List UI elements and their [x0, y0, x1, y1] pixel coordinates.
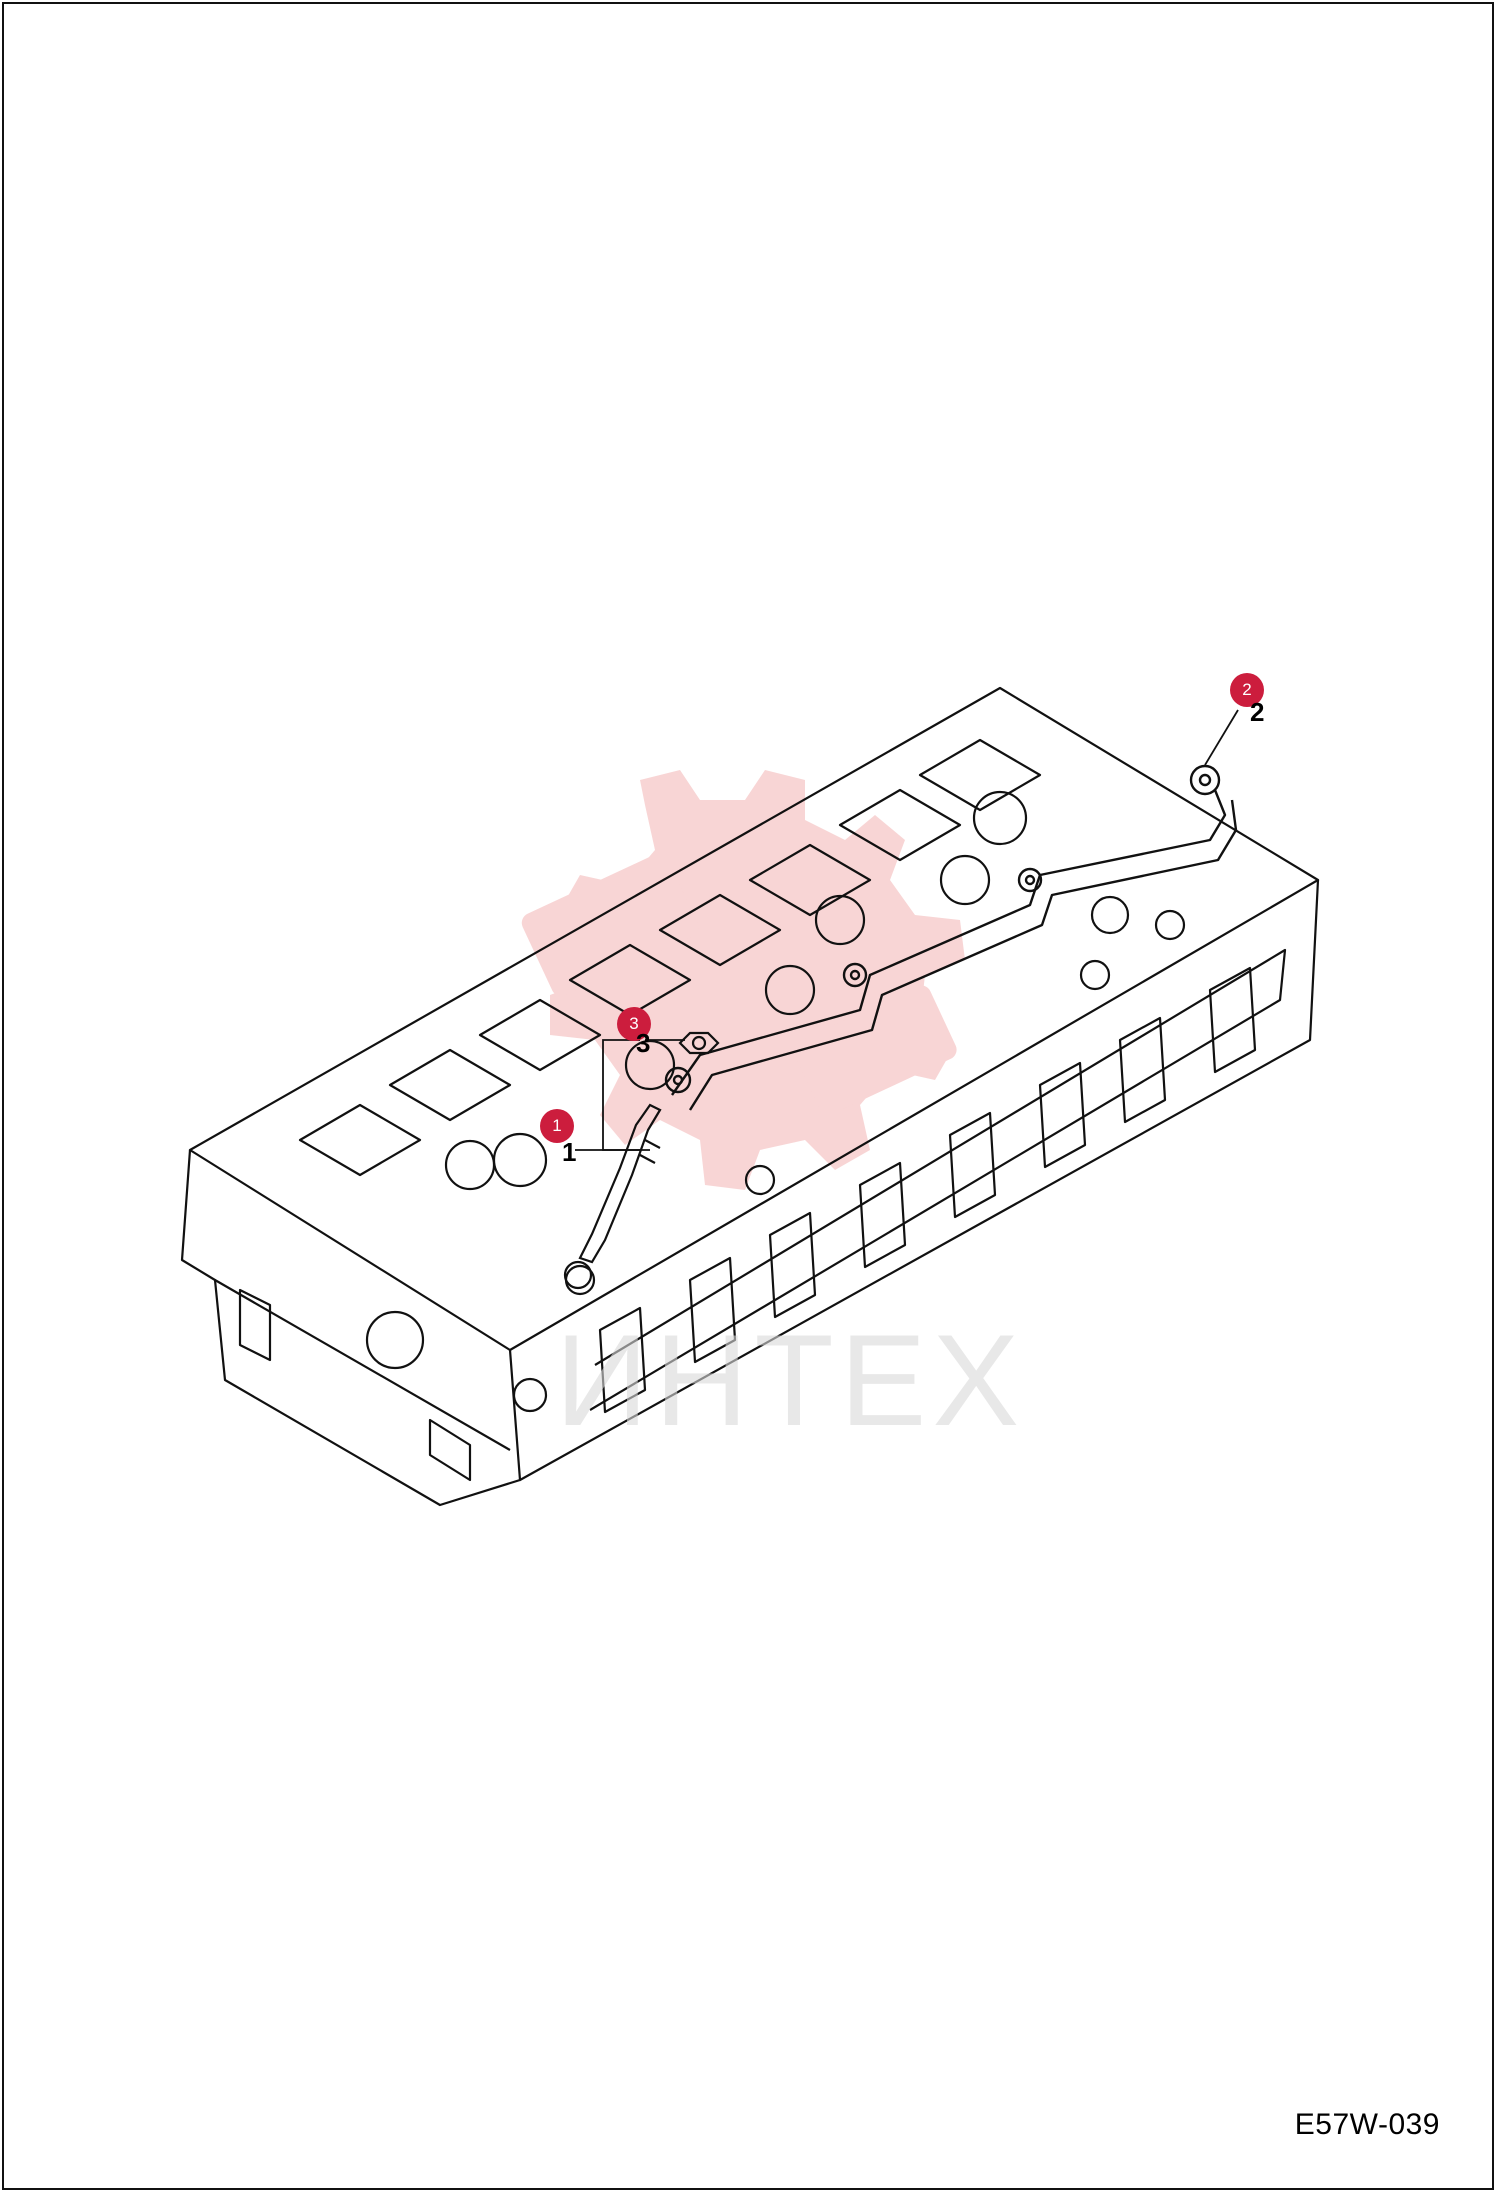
cylinder-head-outline — [180, 686, 1320, 1507]
nut-part — [678, 1031, 720, 1055]
glow-plug-harness — [664, 764, 1238, 1111]
callout-marker-3[interactable]: 3 — [617, 1007, 651, 1041]
callout-leaders — [575, 709, 1239, 1151]
part-number-2: 2 — [1250, 697, 1265, 727]
callout-marker-2[interactable]: 2 — [1230, 673, 1264, 707]
glow-plug-part — [563, 1103, 662, 1290]
part-number-1: 1 — [562, 1137, 577, 1167]
gear-logo-icon — [521, 770, 965, 1190]
watermark-text: ИНТЕХ — [555, 1307, 1026, 1453]
callout-marker-1[interactable]: 1 — [540, 1109, 574, 1143]
drawing-code: E57W-039 — [1294, 2108, 1440, 2141]
part-number-3: 3 — [636, 1028, 651, 1058]
